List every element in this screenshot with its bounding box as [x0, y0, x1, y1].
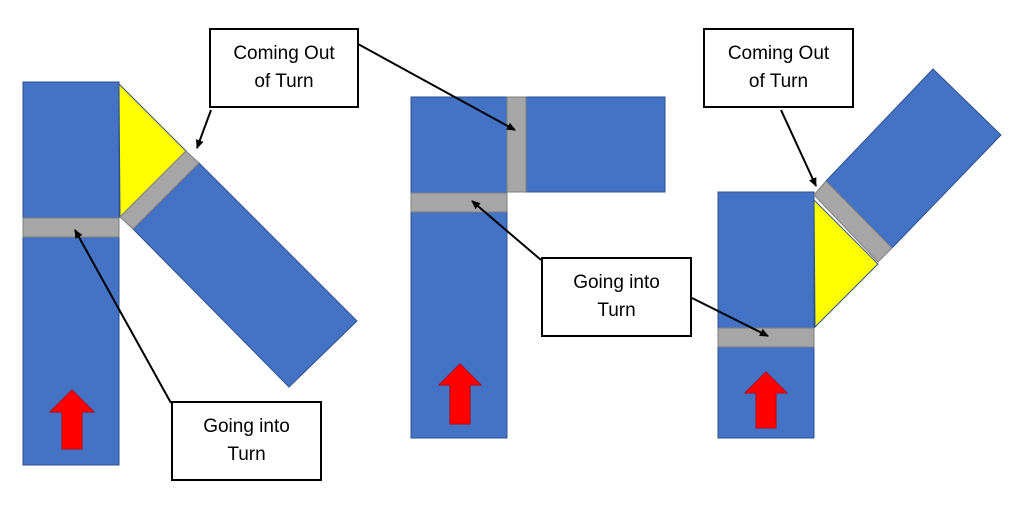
upper-segment-rotated: [132, 162, 358, 388]
callout-line-2: Turn: [597, 300, 636, 321]
leader-line-coming-out-middle: [357, 43, 516, 131]
direction-arrow-icon: [437, 363, 483, 425]
joint-incoming: [717, 327, 815, 348]
yellow-wedge: [813, 198, 879, 329]
callout-line-2: Turn: [227, 444, 266, 465]
callout-going-into-left: Going into Turn: [171, 401, 322, 481]
figure-left-angled-turn: [22, 81, 358, 466]
callout-coming-out-right: Coming Out of Turn: [703, 28, 854, 108]
leader-line-coming-out-right: [780, 109, 817, 187]
callout-coming-out-left: Coming Out of Turn: [209, 28, 359, 108]
leader-lines: [74, 43, 817, 404]
callout-line-1: Coming Out: [727, 43, 830, 64]
figure-right-angled-turn: [717, 68, 1002, 439]
joint-outgoing: [506, 96, 527, 193]
callout-going-into-middle: Going into Turn: [541, 257, 692, 337]
joint-incoming: [410, 192, 508, 213]
joint-outgoing: [119, 150, 200, 230]
leader-line-coming-out-left: [196, 109, 212, 149]
callout-line-1: Coming Out: [233, 43, 335, 64]
joint-incoming: [22, 217, 120, 238]
direction-arrow-icon: [743, 371, 789, 429]
callout-line-1: Going into: [203, 416, 290, 437]
leader-line-going-into-middle: [471, 200, 542, 261]
callout-line-1: Going into: [573, 272, 660, 293]
leader-line-going-into-right: [691, 297, 769, 337]
leader-line-going-into-left: [74, 229, 172, 404]
callout-line-2: of Turn: [748, 71, 809, 92]
callout-line-2: of Turn: [254, 71, 314, 92]
direction-arrow-icon: [48, 389, 96, 450]
figure-middle-right-angle-turn: [410, 96, 666, 439]
joint-outgoing: [813, 180, 893, 263]
side-segment: [506, 96, 666, 193]
